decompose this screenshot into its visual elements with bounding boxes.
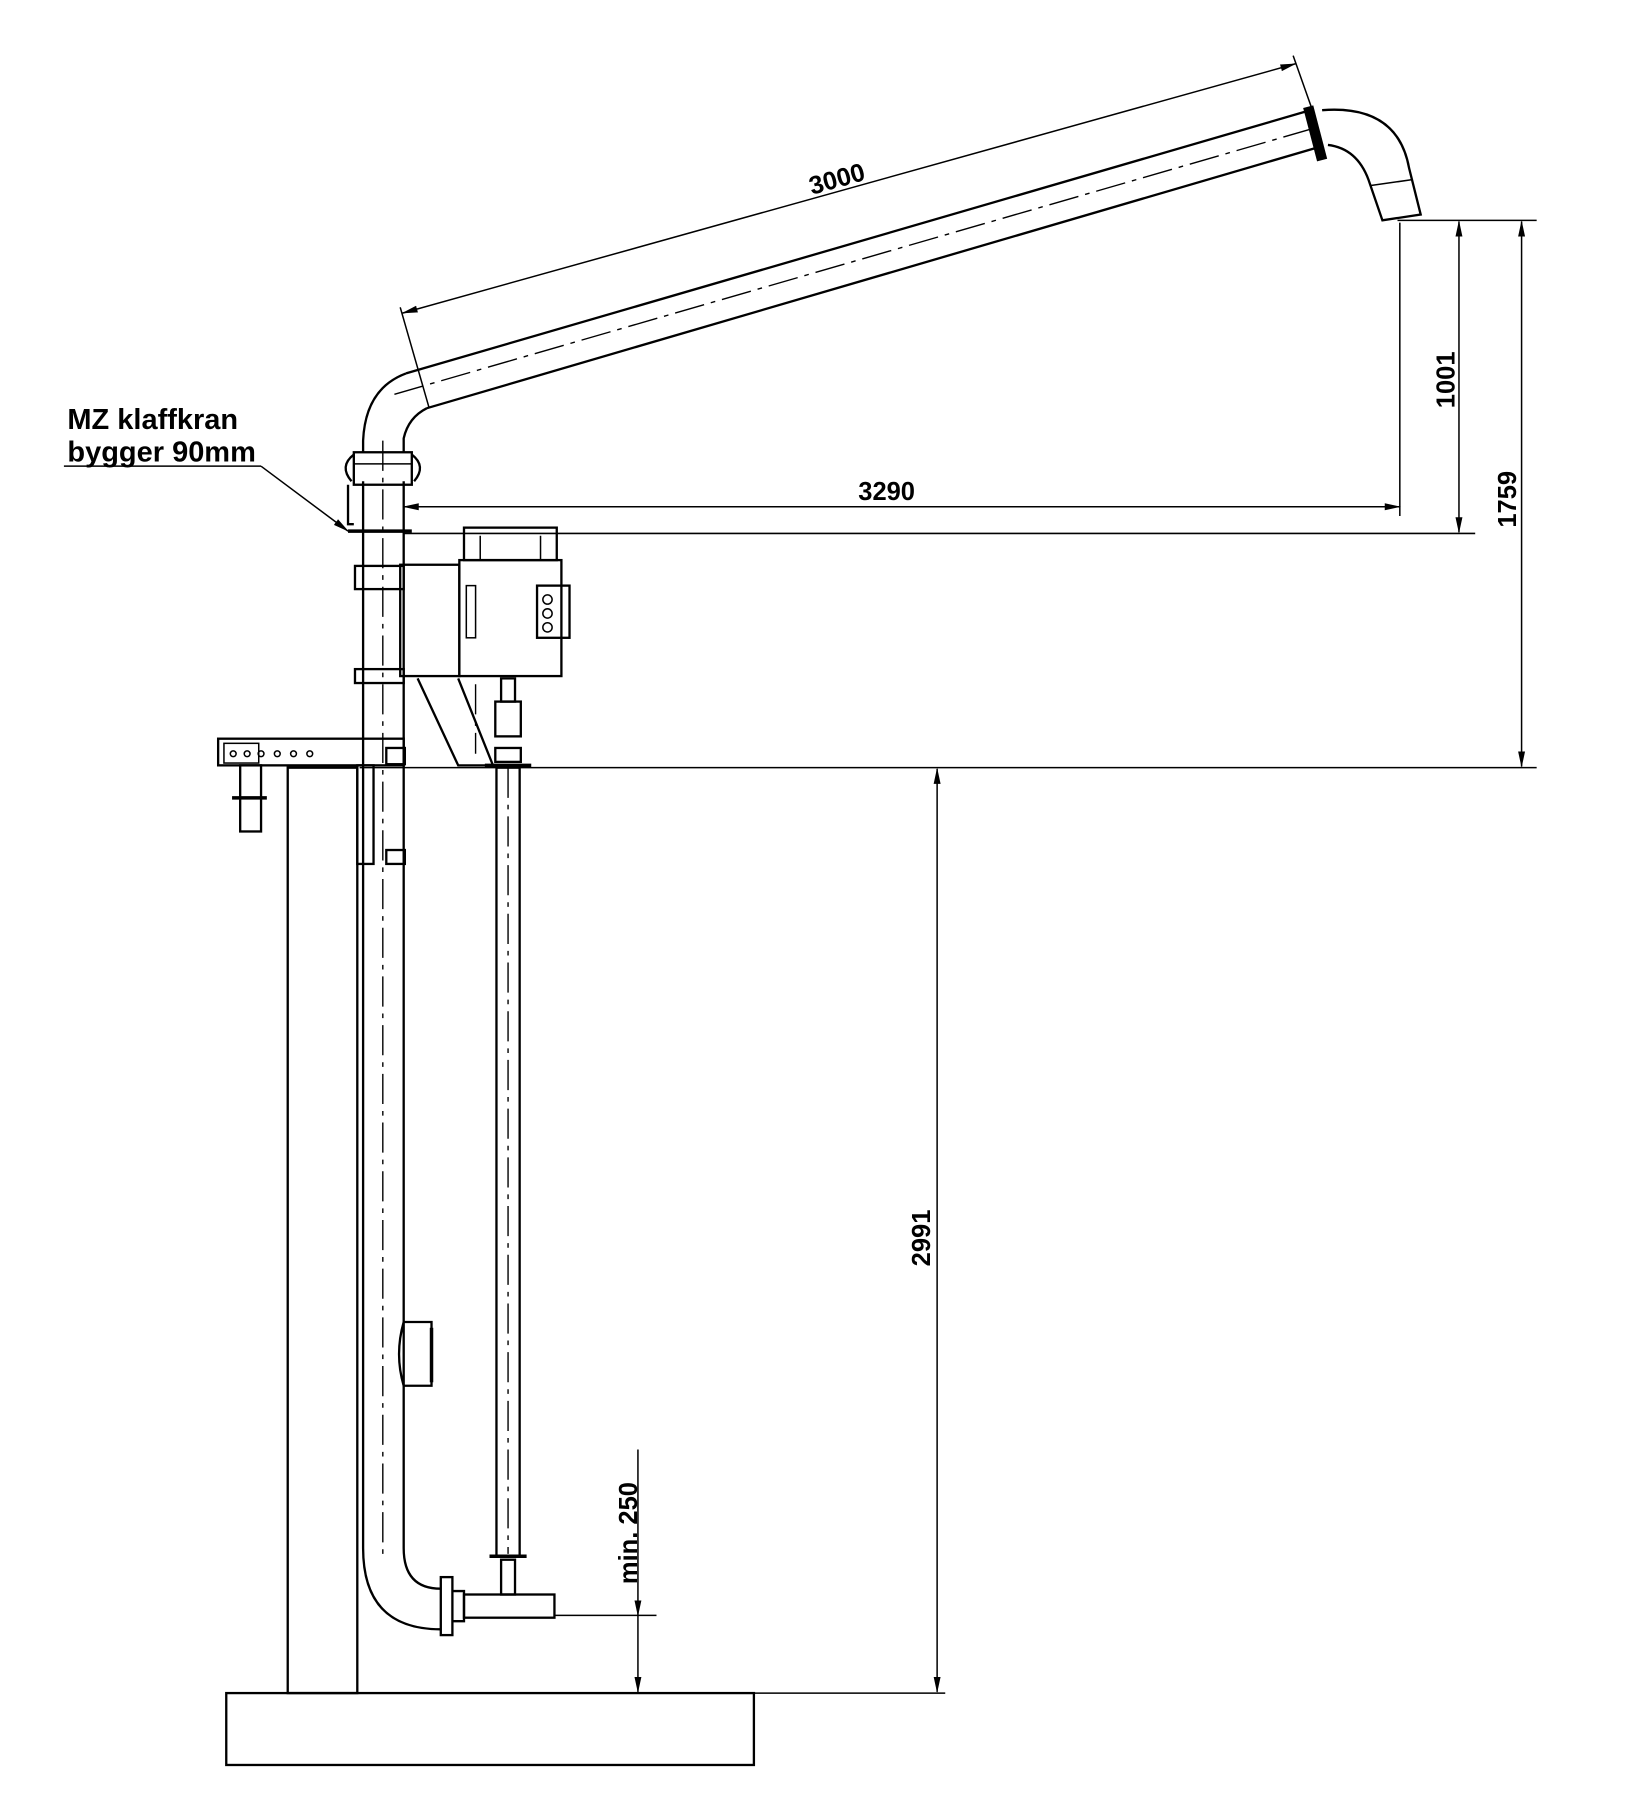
- motor: [399, 526, 571, 768]
- dimension-1001: 1001: [1432, 220, 1463, 534]
- dim-1759-label: 1759: [1494, 471, 1522, 528]
- wall-section: [286, 766, 359, 1695]
- pump-shaft: [489, 766, 527, 1596]
- floor-section: [225, 1691, 756, 1767]
- dimension-3000: 3000: [399, 55, 1314, 409]
- dim-3290-label: 3290: [858, 478, 915, 506]
- mounting-bracket: [216, 737, 407, 866]
- note-line-1: MZ klaffkran: [67, 404, 238, 436]
- dimension-2991: 2991: [908, 767, 941, 1694]
- dim-min-250-label: min. 250: [615, 1482, 643, 1584]
- dim-1001-label: 1001: [1432, 351, 1460, 408]
- pipe-assembly: [344, 105, 1423, 1637]
- dim-2991-label: 2991: [908, 1210, 936, 1267]
- note-line-2: bygger 90mm: [67, 437, 255, 469]
- dimension-3290: 3290: [402, 222, 1401, 517]
- dimension-1759: 1759: [1494, 220, 1526, 768]
- annotation-note: MZ klaffkran bygger 90mm: [63, 404, 349, 532]
- dimension-min-250: min. 250: [554, 1449, 657, 1694]
- dim-3000-label: 3000: [806, 158, 868, 200]
